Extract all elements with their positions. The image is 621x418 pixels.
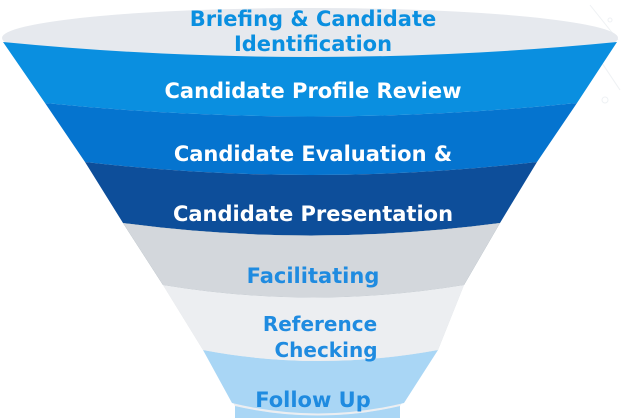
- stage-label-2-line-1: Candidate Profile Review: [165, 79, 462, 103]
- stage-label-1-line-1: Briefing & Candidate: [190, 7, 437, 31]
- stage-label-5-line-1: Facilitating: [247, 264, 380, 288]
- funnel-top-cap: [2, 8, 618, 68]
- stage-label-6-line-1: Reference: [263, 312, 377, 336]
- funnel-stage-7: [203, 350, 438, 414]
- funnel-stage-6: [163, 285, 464, 361]
- funnel-stage-3: [85, 162, 537, 236]
- stage-label-6-line-2: Checking: [274, 338, 377, 362]
- stage-label-7-line-1: Follow Up: [255, 388, 371, 412]
- funnel-stage-7: [235, 406, 400, 418]
- stage-label-3-line-1: Candidate Evaluation &: [174, 142, 452, 166]
- funnel-stage-5: [123, 223, 500, 298]
- funnel-stage-2: [45, 103, 577, 175]
- funnel-stage-rim: [3, 42, 617, 117]
- stage-label-4-line-1: Candidate Presentation: [173, 202, 453, 226]
- stage-label-1-line-2: Identification: [234, 32, 392, 56]
